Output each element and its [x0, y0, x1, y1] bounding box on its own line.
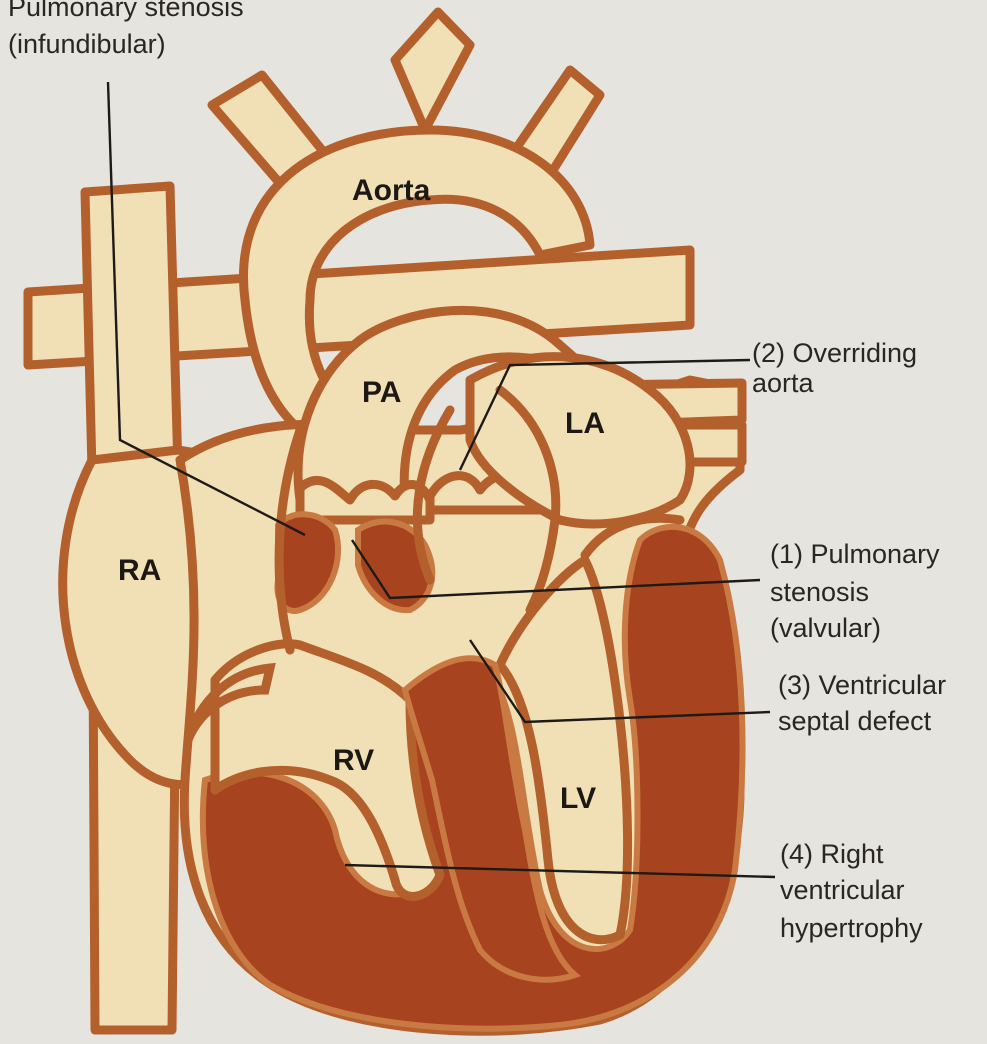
aortic-branch-middle [395, 12, 470, 130]
label-aorta: Aorta [352, 174, 431, 207]
callout-valvular-line1: (1) Pulmonary [770, 539, 940, 569]
callout-vsd-line2: septal defect [778, 706, 932, 736]
callout-vsd-line1: (3) Ventricular [778, 670, 946, 700]
callout-rvh-line3: hypertrophy [780, 913, 923, 943]
callout-valvular-line3: (valvular) [770, 613, 881, 643]
callout-rvh-line1: (4) Right [780, 839, 884, 869]
callout-overriding-line2: aorta [752, 368, 815, 398]
label-rv: RV [333, 744, 374, 777]
label-pa: PA [362, 376, 401, 409]
callout-valvular-line2: stenosis [770, 577, 869, 607]
callout-overriding-line1: (2) Overriding [752, 338, 917, 368]
callout-rvh-line2: ventricular [780, 875, 905, 905]
label-lv: LV [560, 782, 596, 815]
callout-infundibular-line2: (infundibular) [8, 29, 166, 59]
pulmonary-valve-cusps [300, 480, 430, 520]
label-la: LA [565, 407, 605, 440]
label-ra: RA [118, 554, 161, 587]
callout-infundibular-line1: Pulmonary stenosis [8, 0, 244, 22]
